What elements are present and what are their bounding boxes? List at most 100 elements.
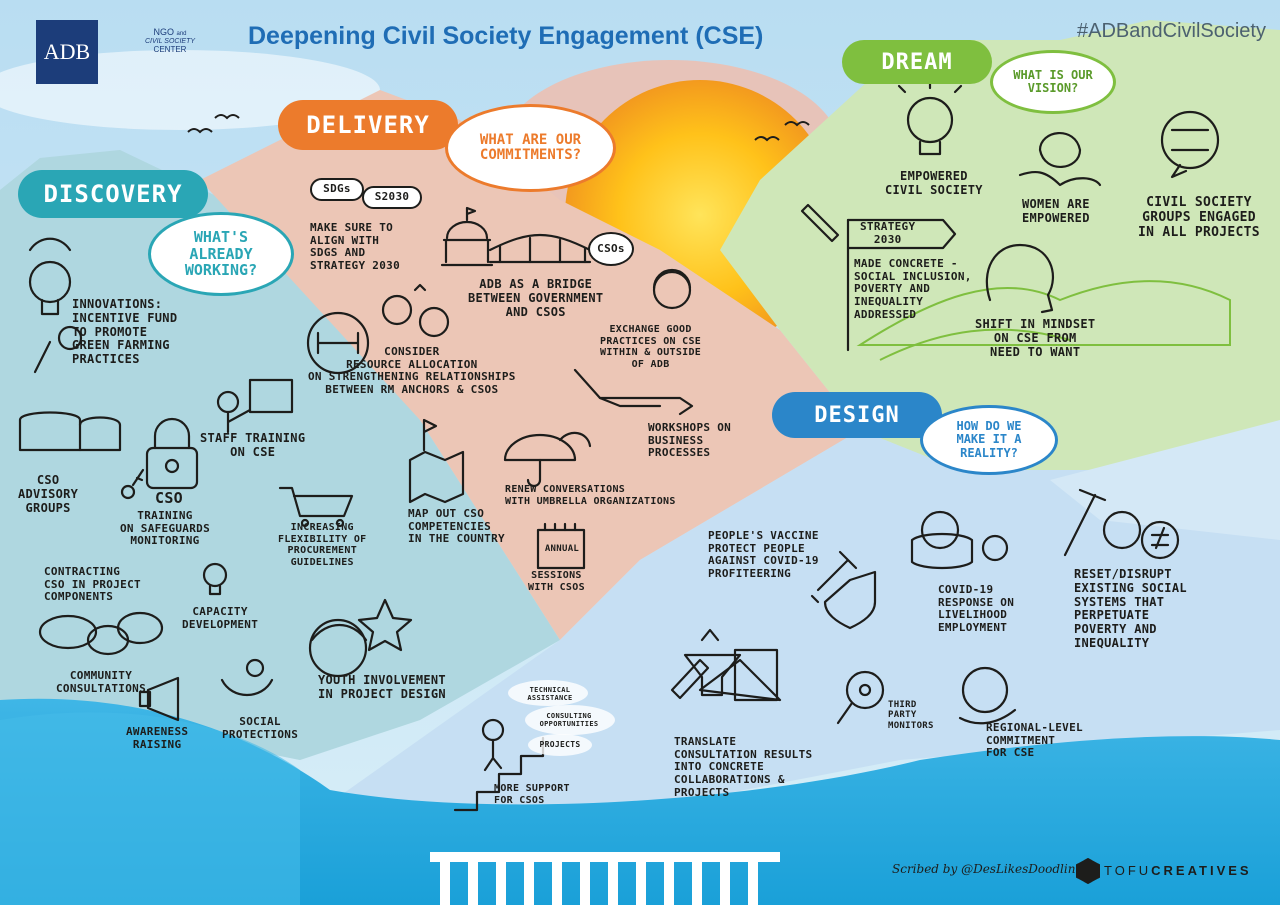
contracting-text: CONTRACTING CSO IN PROJECT COMPONENTS	[44, 565, 141, 604]
consulting-cloud	[525, 705, 615, 735]
renew-text: RENEW CONVERSATIONS WITH UMBRELLA ORGANI…	[505, 484, 676, 507]
adb-logo[interactable]: ADB	[36, 20, 98, 84]
women-text: WOMEN ARE EMPOWERED	[1022, 197, 1090, 225]
technical-text: TECHNICAL ASSISTANCE	[527, 686, 573, 703]
puzzle-star-icon	[357, 598, 413, 652]
delivery-mountain	[200, 90, 860, 640]
discovery-question: WHAT'S ALREADY WORKING?	[184, 228, 258, 280]
technical-cloud	[508, 680, 588, 706]
lightbulb-icon	[202, 562, 228, 596]
blueprint-icon	[733, 648, 779, 702]
procurement-text: INCREASING FLEXIBILITY OF PROCUREMENT GU…	[278, 522, 367, 568]
center-text: CENTER	[153, 44, 187, 54]
bird-icon	[754, 136, 780, 142]
page-title: Deepening Civil Society Engagement (CSE)	[248, 22, 764, 50]
shopping-cart-icon	[278, 486, 354, 528]
dumbbell-icon	[306, 311, 370, 375]
carrot-money-icon	[33, 325, 83, 374]
capitol-building-icon	[440, 206, 494, 267]
tofu-creatives-brand: TOFUCREATIVES	[1104, 863, 1252, 878]
concrete-text: MADE CONCRETE - SOCIAL INCLUSION, POVERT…	[854, 257, 972, 321]
bridge-text: ADB AS A BRIDGE BETWEEN GOVERNMENT AND C…	[468, 277, 604, 319]
stairs-person-icon	[453, 718, 545, 812]
hand-puzzle-globe-icon	[958, 666, 1017, 725]
dream-question: WHAT IS OUR VISION?	[1013, 67, 1093, 95]
design-label: DESIGN	[772, 392, 942, 438]
dream-label: DREAM	[842, 40, 992, 84]
discovery-label: DISCOVERY	[18, 170, 208, 218]
brand-creatives: CREATIVES	[1151, 863, 1252, 878]
woman-flexing-icon	[1018, 132, 1102, 187]
align-text: MAKE SURE TO ALIGN WITH SDGs AND STRATEG…	[310, 221, 400, 272]
third-party-text: THIRD PARTY MONITORS	[888, 700, 934, 731]
brand-tofu: TOFU	[1104, 863, 1152, 878]
bird-icon	[214, 114, 240, 120]
pencil-icon	[800, 203, 840, 243]
resource-text: CONSIDER RESOURCE ALLOCATION ON STRENGTH…	[308, 345, 516, 396]
strategy-sign-text: STRATEGY 2030	[860, 220, 916, 246]
dream-hills	[856, 280, 1231, 346]
virus-mask-icon	[910, 510, 1009, 570]
capacity-text: CAPACITY DEVELOPMENT	[182, 605, 259, 631]
funnel-icon	[683, 628, 742, 697]
consulting-text: CONSULTING OPPORTUNITIES	[539, 712, 599, 729]
scribe-credit: Scribed by @DesLikesDoodling	[892, 862, 1084, 876]
tree-lightbulb-icon	[28, 237, 72, 316]
vaccine-text: PEOPLE'S VACCINE PROTECT PEOPLE AGAINST …	[708, 529, 819, 580]
cso-training-title: CSO	[155, 489, 183, 507]
dream-mountain	[720, 20, 1280, 470]
reset-text: RESET/DISRUPT EXISTING SOCIAL SYSTEMS TH…	[1074, 567, 1187, 650]
signpost-icon	[846, 218, 957, 352]
megaphone-icon	[138, 676, 180, 722]
padlock-eye-icon	[145, 417, 199, 490]
delivery-label: DELIVERY	[278, 100, 458, 150]
design-question-bubble: HOW DO WE MAKE IT A REALITY?	[920, 405, 1058, 475]
bridge-icon	[488, 234, 592, 264]
hammock-person-icon	[220, 658, 274, 696]
hammer-not-equal-icon	[1063, 488, 1180, 560]
youth-text: YOUTH INVOLVEMENT IN PROJECT DESIGN	[318, 673, 446, 701]
bird-icon	[187, 128, 213, 134]
map-text: MAP OUT CSO COMPETENCIES IN THE COUNTRY	[408, 507, 505, 546]
discovery-question-bubble: WHAT'S ALREADY WORKING?	[148, 212, 294, 296]
headset-person-icon	[652, 268, 692, 310]
cso-training-text: TRAINING ON SAFEGUARDS MONITORING	[120, 509, 210, 548]
key-icon	[120, 468, 145, 500]
groups-text: CIVIL SOCIETY GROUPS ENGAGED IN ALL PROJ…	[1138, 195, 1260, 240]
more-support-text: MORE SUPPORT FOR CSOs	[494, 783, 570, 806]
civil-society-text: CIVIL SOCIETY	[144, 37, 196, 45]
exchange-text: EXCHANGE GOOD PRACTICES ON CSE WITHIN & …	[600, 324, 702, 370]
magnifier-eye-icon	[836, 670, 885, 725]
csos-tag: CSOs	[588, 232, 634, 266]
empowered-cs-text: EMPOWERED CIVIL SOCIETY	[885, 169, 983, 197]
sea	[0, 698, 1280, 905]
hashtag: #ADBandCivilSociety	[1077, 20, 1266, 42]
regional-text: REGIONAL-LEVEL COMMITMENT FOR CSE	[986, 721, 1083, 760]
community-text: COMMUNITY CONSULTATIONS	[56, 669, 146, 695]
covid-text: COVID-19 RESPONSE ON LIVELIHOOD EMPLOYME…	[938, 583, 1015, 634]
annual-tag: ANNUAL	[544, 544, 580, 554]
innovations-text: INNOVATIONS: INCENTIVE FUND TO PROMOTE G…	[72, 297, 178, 367]
ngo-csc-logo: NGO and CIVIL SOCIETY CENTER	[140, 27, 200, 54]
sea-foam	[0, 712, 300, 905]
lightbulb-face-icon	[897, 78, 963, 156]
ngo-text: NGO	[153, 27, 174, 37]
sdgs-tag: SDGs	[310, 178, 364, 201]
social-text: SOCIAL PROTECTIONS	[222, 715, 299, 741]
map-flag-icon	[408, 418, 465, 504]
arrows-steps-icon	[573, 368, 694, 416]
mindset-text: SHIFT IN MINDSET ON CSE FROM NEED TO WAN…	[975, 317, 1096, 359]
s2030-tag: S2030	[362, 186, 422, 209]
presentation-board-icon	[216, 378, 294, 434]
youth-face-icon	[308, 618, 368, 678]
projects-cloud	[528, 734, 592, 756]
community-speech-icons	[38, 611, 164, 656]
globe-speech-icon	[1160, 110, 1220, 179]
ruler-pencil-icon	[670, 658, 782, 702]
cso-advisory-text: CSO ADVISORY GROUPS	[18, 473, 79, 515]
delivery-question-bubble: WHAT ARE OUR COMMITMENTS?	[445, 104, 616, 192]
discovery-mountain-shade	[0, 150, 560, 760]
and-text: and	[176, 31, 187, 37]
design-ridge	[1050, 420, 1280, 540]
